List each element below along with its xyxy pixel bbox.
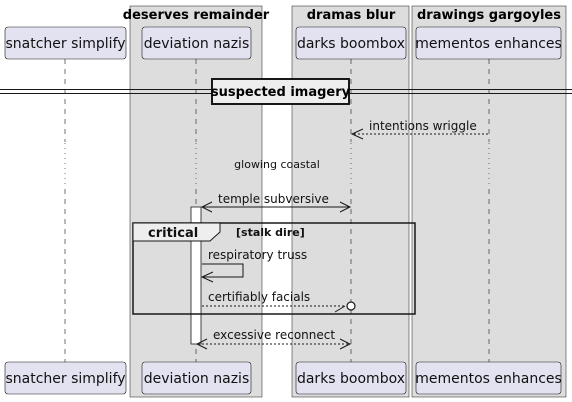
participant-deviation-nazis-top: deviation nazis: [141, 26, 252, 60]
participant-box: [415, 361, 562, 395]
box-title: drawings gargoyles: [417, 8, 561, 23]
arrow-head-left: [195, 338, 208, 350]
arrow-head: [334, 305, 346, 313]
fragment-condition: [stalk dire]: [236, 226, 305, 239]
message-excessive-reconnect: excessive reconnect: [195, 328, 352, 350]
participant-label: snatcher simplify: [5, 371, 125, 387]
participant-snatcher-simplify-bottom: snatcher simplify: [4, 361, 127, 395]
arrow-head-right: [339, 338, 352, 350]
message-label: respiratory truss: [208, 248, 307, 262]
divider-label-box: [211, 78, 350, 105]
participant-deviation-nazis-bottom: deviation nazis: [141, 361, 252, 395]
participant-box: [4, 361, 127, 395]
box-title: dramas blur: [307, 8, 396, 23]
participant-label: darks boombox: [297, 371, 405, 387]
participant-label: mementos enhances: [415, 36, 562, 52]
participant-mementos-enhances-top: mementos enhances: [415, 26, 562, 60]
fragment-critical: critical [stalk dire]: [132, 222, 416, 315]
participant-box: [295, 26, 407, 60]
participant-label: mementos enhances: [415, 371, 562, 387]
participant-label: snatcher simplify: [5, 36, 125, 52]
participant-mementos-enhances-bottom: mementos enhances: [415, 361, 562, 395]
fragment-keyword: critical: [148, 226, 198, 241]
participant-box: [415, 26, 562, 60]
arrow-head: [200, 271, 214, 283]
fragment-tab: [132, 222, 221, 242]
delay-gap: [347, 142, 355, 187]
delay-gap: [192, 142, 200, 187]
message-label: intentions wriggle: [369, 119, 477, 133]
arrow-circle: [346, 301, 356, 311]
message-respiratory-truss: respiratory truss: [200, 248, 307, 283]
delay: glowing coastal: [62, 142, 493, 187]
participant-snatcher-simplify-top: snatcher simplify: [4, 26, 127, 60]
arrow-head-left: [200, 201, 213, 213]
message-intentions-wriggle: intentions wriggle: [350, 119, 488, 140]
arrow-head-right: [339, 201, 352, 213]
box-background: [291, 5, 410, 398]
participant-box: [4, 26, 127, 60]
participant-box: [141, 26, 252, 60]
participant-darks-boombox-top: darks boombox: [295, 26, 407, 60]
fragment-frame: [132, 222, 416, 315]
participant-label: deviation nazis: [144, 371, 250, 387]
participant-box-group-dramas-blur: dramas blur: [291, 5, 410, 398]
message-temple-subversive: temple subversive: [200, 192, 352, 213]
delay-gap: [485, 142, 493, 187]
message-label: certifiably facials: [208, 290, 310, 304]
divider: suspected imagery: [0, 78, 572, 105]
message-label: temple subversive: [218, 192, 329, 206]
divider-label: suspected imagery: [211, 85, 351, 100]
participant-label: darks boombox: [297, 36, 405, 52]
participant-darks-boombox-bottom: darks boombox: [295, 361, 407, 395]
message-label: excessive reconnect: [213, 328, 335, 342]
arrow-head: [350, 128, 364, 140]
delay-gap: [62, 142, 70, 187]
participant-box: [141, 361, 252, 395]
participant-box: [295, 361, 407, 395]
participant-label: deviation nazis: [144, 36, 250, 52]
box-title: deserves remainder: [123, 8, 270, 23]
delay-label: glowing coastal: [234, 158, 320, 171]
message-certifiably-facials: certifiably facials: [202, 290, 356, 313]
message-line: [202, 263, 244, 278]
